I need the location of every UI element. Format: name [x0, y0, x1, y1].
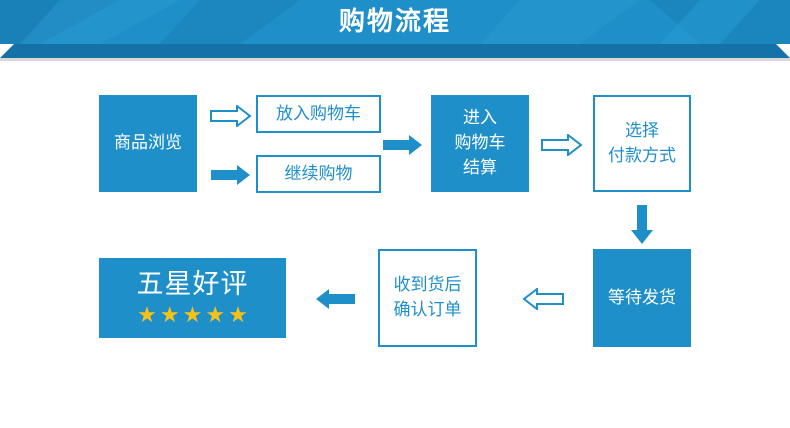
- arrow-right-outline-icon: [541, 134, 583, 156]
- step-add-to-cart-label: 放入购物车: [276, 103, 361, 124]
- step-await-shipping-label: 等待发货: [608, 287, 676, 308]
- step-rating: 五星好评 ★★★★★: [99, 258, 286, 338]
- star-icon: ★: [228, 303, 248, 328]
- step-rating-label: 五星好评: [136, 269, 249, 300]
- arrow-right-solid-icon: [211, 165, 250, 185]
- step-confirm-order-line-2: 确认订单: [393, 300, 462, 320]
- step-continue-shopping-label: 继续购物: [284, 163, 353, 184]
- rating-stars: ★★★★★: [137, 304, 248, 328]
- step-checkout: 进入 购物车 结算: [431, 95, 529, 192]
- step-confirm-order-line-1: 收到货后: [393, 275, 462, 295]
- header-banner: [0, 0, 790, 61]
- page-title: 购物流程: [338, 7, 451, 37]
- step-browse-label: 商品浏览: [114, 133, 182, 153]
- arrow-left-solid-icon: [316, 289, 355, 309]
- step-add-to-cart: 放入购物车: [256, 95, 381, 133]
- star-icon: ★: [137, 303, 157, 328]
- arrow-left-outline-icon: [522, 288, 564, 310]
- step-confirm-order: 收到货后 确认订单: [378, 249, 477, 347]
- step-browse: 商品浏览: [99, 95, 197, 192]
- step-await-shipping: 等待发货: [593, 249, 691, 347]
- step-payment-line-1: 选择: [625, 120, 659, 141]
- arrow-right-outline-icon: [210, 105, 252, 127]
- step-checkout-line-2: 购物车: [454, 133, 506, 153]
- star-icon: ★: [205, 303, 226, 328]
- arrow-down-solid-icon: [631, 205, 653, 244]
- star-icon: ★: [159, 303, 180, 328]
- step-payment-line-2: 付款方式: [608, 145, 676, 166]
- star-icon: ★: [182, 303, 203, 328]
- step-checkout-line-3: 结算: [463, 158, 497, 178]
- step-checkout-line-1: 进入: [463, 108, 497, 128]
- arrow-right-solid-icon: [383, 135, 422, 155]
- step-continue-shopping: 继续购物: [256, 155, 381, 193]
- step-payment: 选择 付款方式: [593, 95, 691, 192]
